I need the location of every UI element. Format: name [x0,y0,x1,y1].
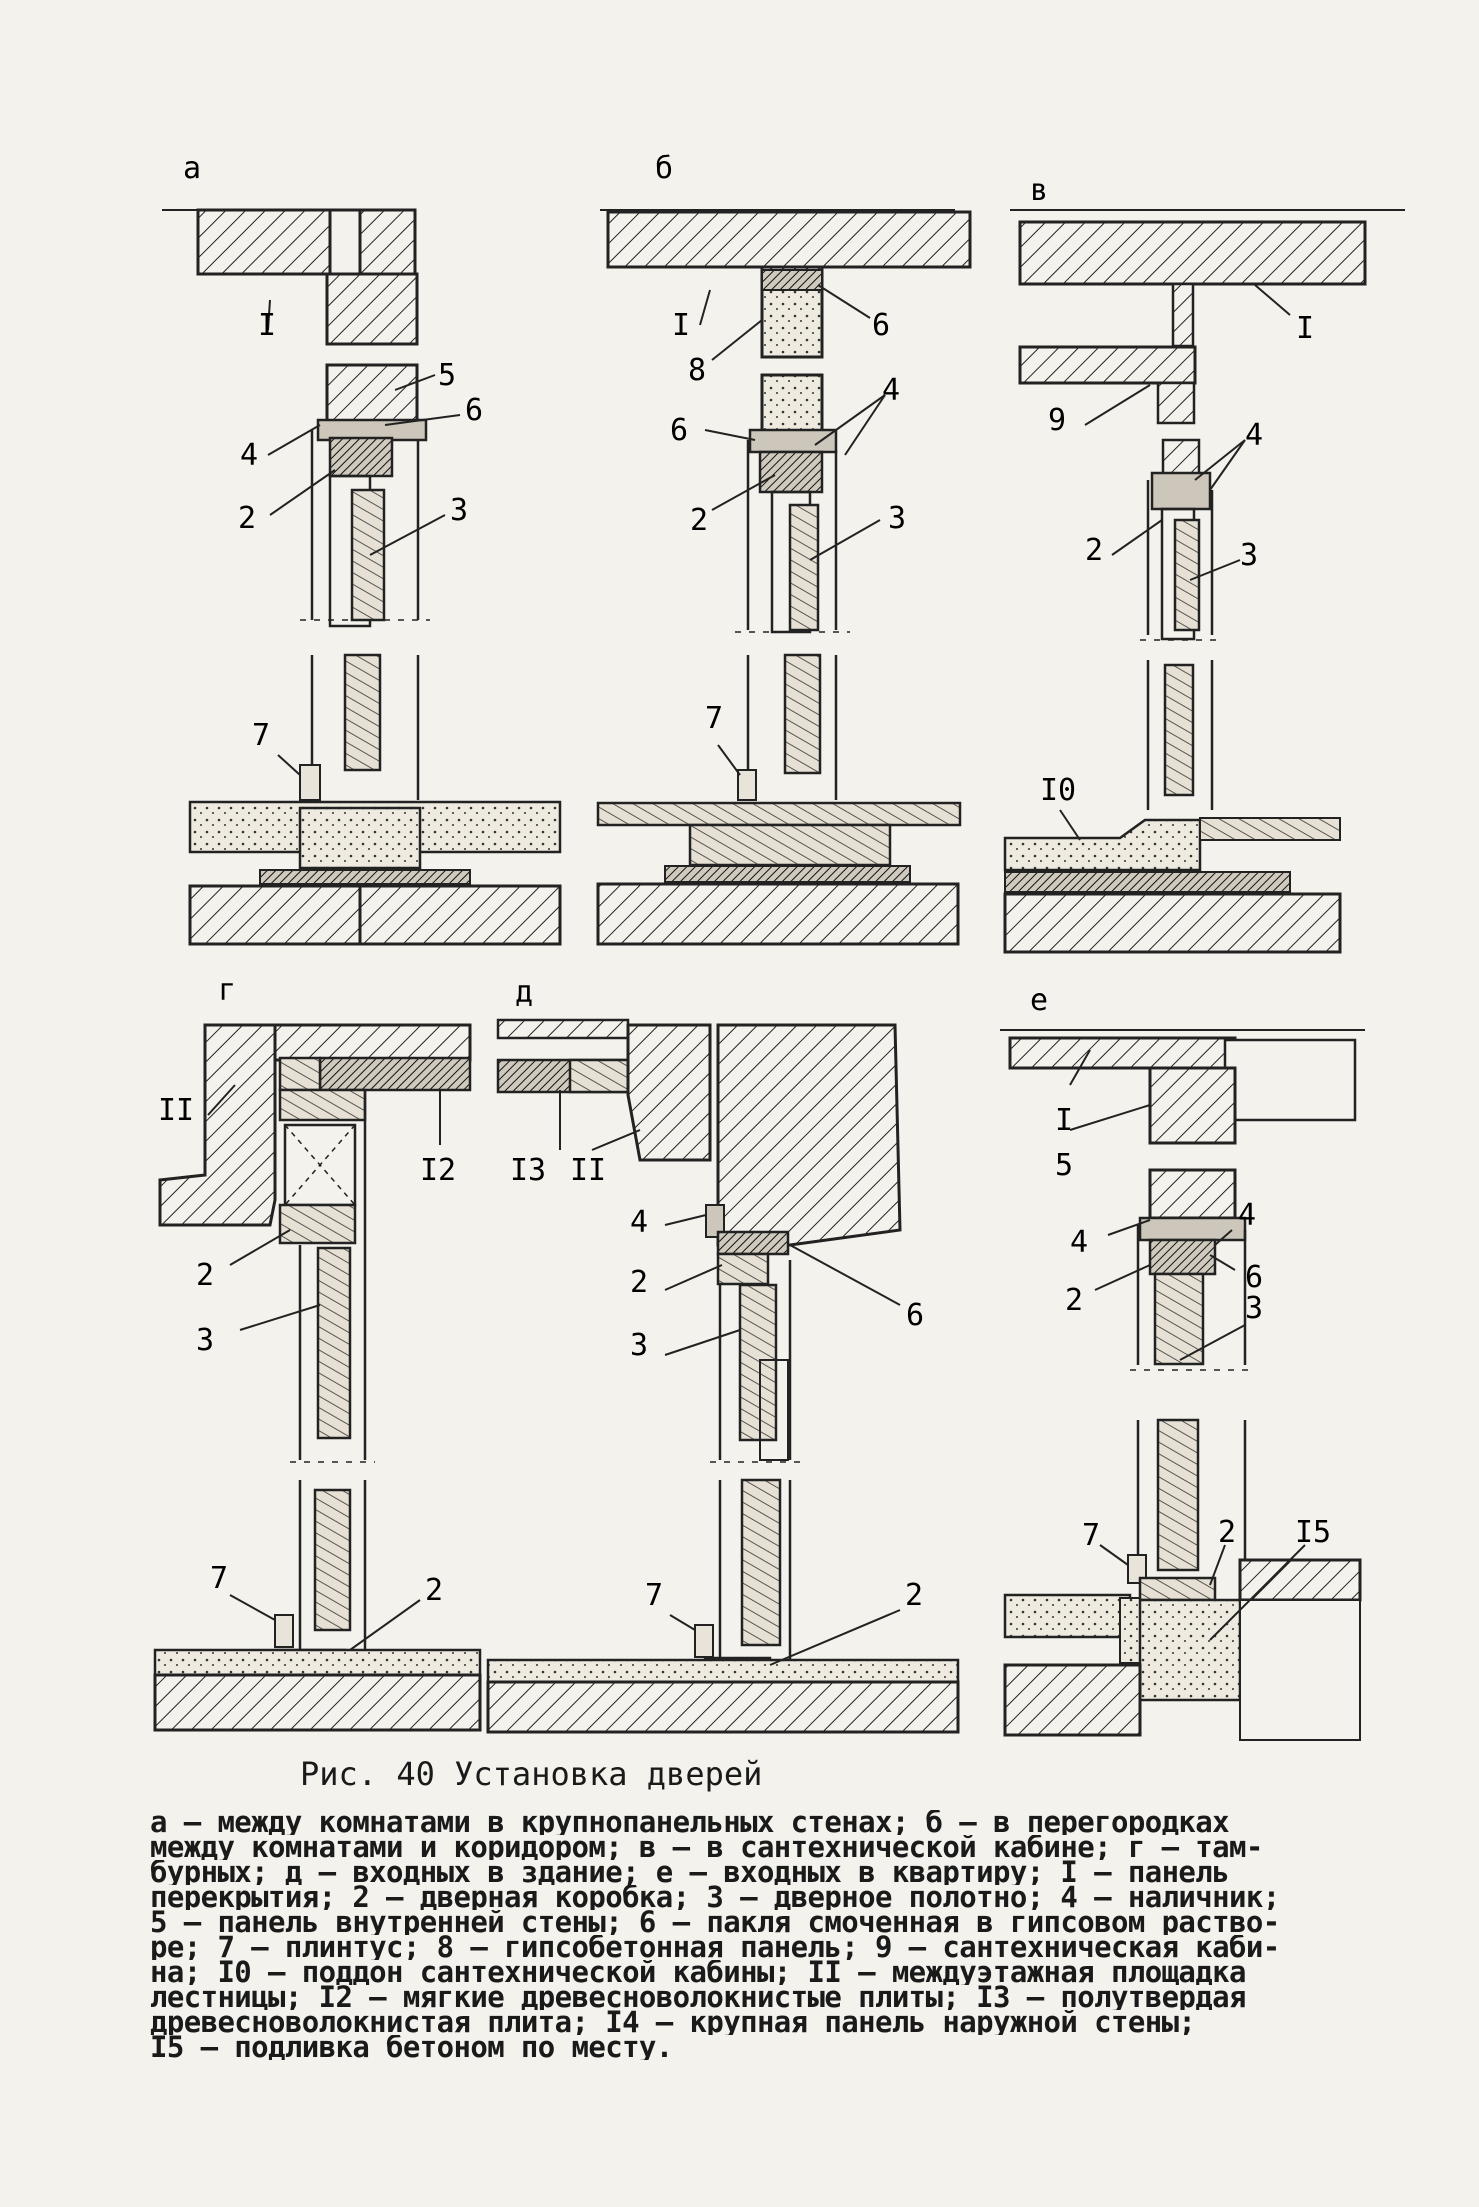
figure-caption-legend: а – между комнатами в крупнопанельных ст… [150,1810,1410,2060]
callout-6: 6 [1245,1260,1263,1295]
panel-d: д I3 II 4 2 6 3 7 2 [486,975,960,1734]
callout-3: 3 [450,493,468,528]
callout-13: I3 [510,1153,546,1188]
callout-3: 3 [196,1323,214,1358]
callout-10: I0 [1040,773,1076,808]
callout-15: I5 [1295,1515,1331,1550]
panel-b: б I 6 8 4 6 2 3 7 [596,151,972,946]
callout-2: 2 [425,1573,443,1608]
panel-e: е I 5 4 4 2 6 [1000,983,1365,1741]
panel-d-letter: д [515,975,533,1010]
callout-2: 2 [690,503,708,538]
panel-g-letter: г [218,973,236,1008]
callout-6: 6 [906,1298,924,1333]
callout-2: 2 [905,1578,923,1613]
caption-line: I5 – подливка бетоном по месту. [150,2035,673,2060]
callout-3: 3 [630,1328,648,1363]
figure-caption-title: Рис. 40 Установка дверей [300,1755,763,1793]
panel-v-letter: в [1030,173,1048,208]
callout-4: 4 [1245,418,1263,453]
caption-line: лестницы; I2 – мягкие древесноволокнисты… [150,1985,1246,2010]
callout-2: 2 [238,501,256,536]
callout-4: 4 [1238,1198,1256,1233]
callout-8: 8 [688,353,706,388]
caption-line: между комнатами и коридором; в – в санте… [150,1835,1263,1860]
callout-7: 7 [210,1561,228,1596]
panel-v: в I 9 4 2 3 I0 [1003,173,1405,954]
caption-line: ре; 7 – плинтус; 8 – гипсобетонная панел… [150,1935,1280,1960]
caption-line: а – между комнатами в крупнопанельных ст… [150,1810,1230,1835]
callout-6: 6 [465,393,483,428]
callout-1: I [672,308,690,343]
callout-6: 6 [670,413,688,448]
panel-b-letter: б [655,151,673,186]
callout-1: I [258,308,276,343]
callout-4: 4 [630,1205,648,1240]
panel-e-letter: е [1030,983,1048,1018]
callout-11: II [158,1093,194,1128]
callout-7: 7 [252,718,270,753]
caption-line: 5 – панель внутренней стены; 6 – пакля с… [150,1910,1280,1935]
callout-11: II [570,1153,606,1188]
callout-2: 2 [1065,1283,1083,1318]
caption-line: на; I0 – поддон сантехнической кабины; I… [150,1960,1246,1985]
callout-1: I [1055,1103,1073,1138]
callout-3: 3 [1245,1291,1263,1326]
callout-3: 3 [888,501,906,536]
panel-g: г II I2 2 3 7 2 [153,973,482,1732]
callout-1: I [1296,311,1314,346]
callout-4: 4 [1070,1225,1088,1260]
callout-7: 7 [645,1578,663,1613]
callout-4: 4 [882,373,900,408]
callout-5: 5 [1055,1148,1073,1183]
callout-9: 9 [1048,403,1066,438]
caption-line: древесноволокнистая плита; I4 – крупная … [150,2010,1196,2035]
callout-2: 2 [196,1258,214,1293]
caption-line: перекрытия; 2 – дверная коробка; 3 – две… [150,1885,1280,1910]
callout-2: 2 [1218,1515,1236,1550]
callout-3: 3 [1240,538,1258,573]
callout-5: 5 [438,358,456,393]
panel-a-letter: а [183,151,201,186]
callout-2: 2 [1085,533,1103,568]
callout-7: 7 [705,701,723,736]
callout-7: 7 [1082,1518,1100,1553]
callout-6: 6 [872,308,890,343]
caption-line: бурных; д – входных в здание; е – входны… [150,1860,1230,1885]
callout-2: 2 [630,1265,648,1300]
panel-a: а I 5 6 4 2 3 7 [162,151,562,946]
callout-12: I2 [420,1153,456,1188]
callout-4: 4 [240,438,258,473]
